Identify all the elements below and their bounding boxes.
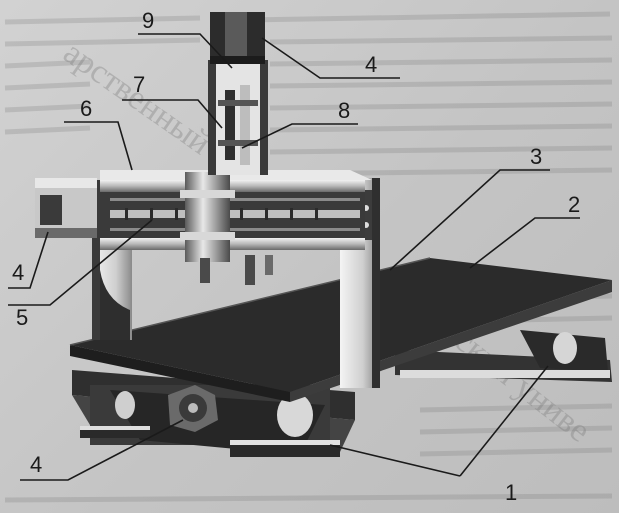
callout-4-left: 4 (12, 260, 24, 285)
motor-bottom (168, 385, 218, 432)
callout-4-bottom: 4 (30, 452, 42, 477)
vertical-slide (208, 60, 268, 175)
callout-1: 1 (505, 480, 517, 505)
leader-lines (8, 33, 580, 481)
callout-5: 5 (16, 305, 28, 330)
callout-3: 3 (530, 144, 542, 169)
motor-left (35, 178, 97, 238)
callout-numbers: 9 4 7 8 6 3 2 4 5 4 1 (12, 8, 580, 505)
callout-2: 2 (568, 192, 580, 217)
motor-top (210, 12, 265, 64)
carriage (180, 172, 273, 285)
callout-7: 7 (133, 72, 145, 97)
callout-4-top: 4 (365, 52, 377, 77)
callout-8: 8 (338, 98, 350, 123)
callout-6: 6 (80, 96, 92, 121)
callout-9: 9 (142, 8, 154, 33)
crossbeam (100, 170, 372, 250)
